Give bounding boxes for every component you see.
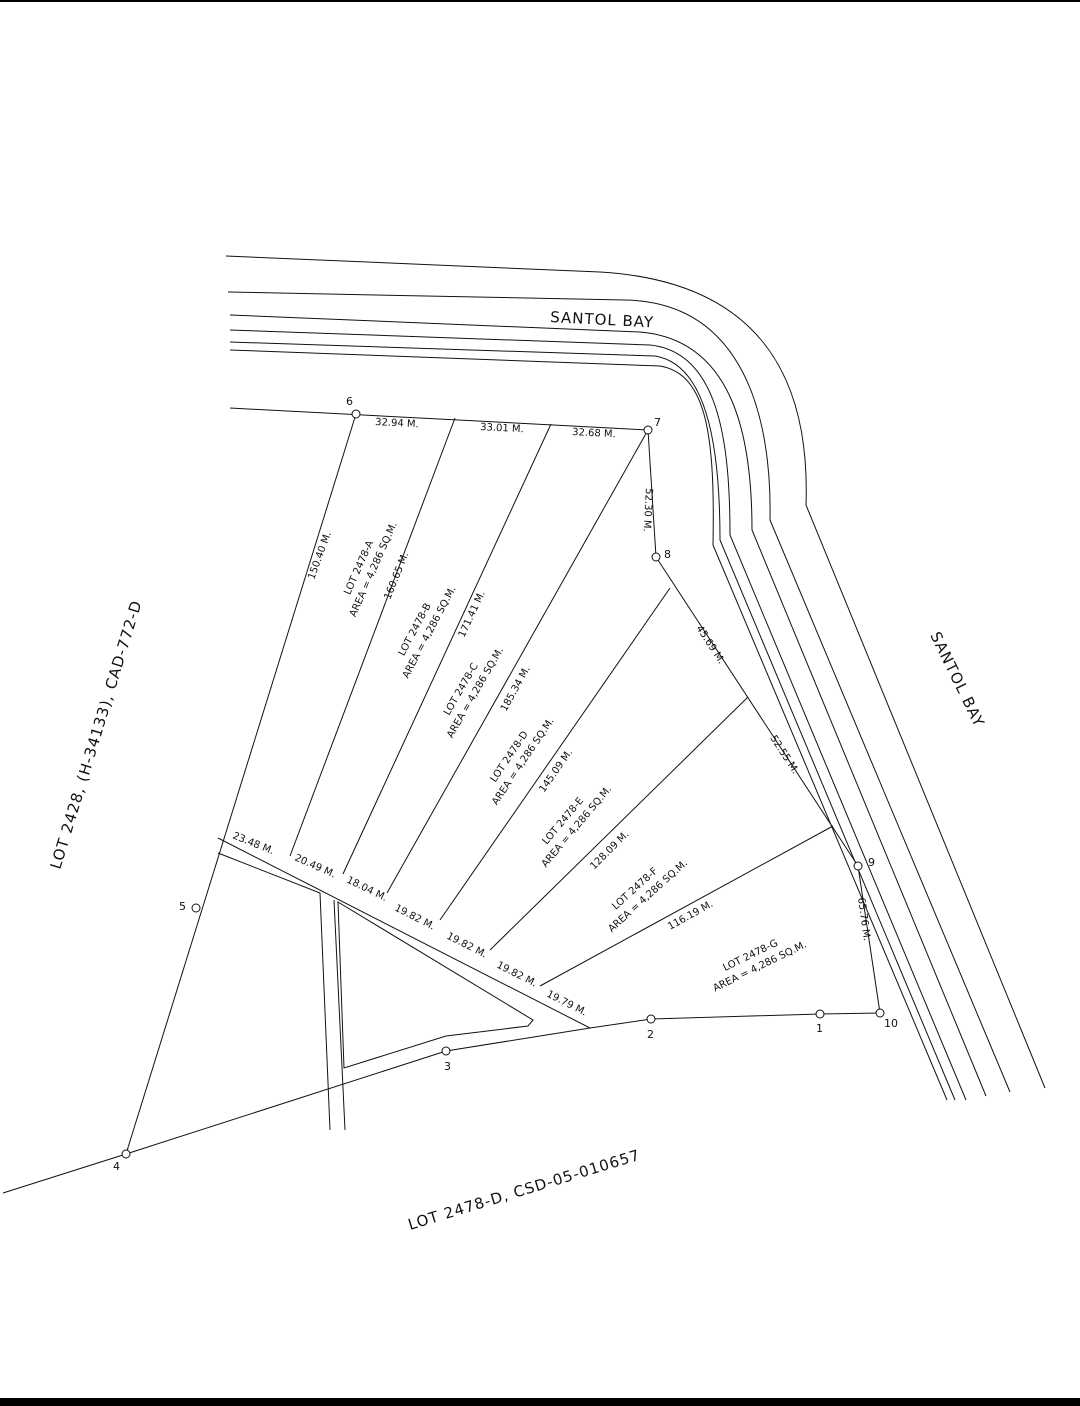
boundary-line: [539, 825, 834, 987]
distance-label: 32.94 M.: [375, 417, 419, 430]
distance-label: 20.49 M.: [293, 853, 337, 881]
distance-label: 45.69 M.: [693, 624, 726, 667]
shoreline-4: [229, 329, 967, 1101]
boundary-line: [386, 429, 649, 894]
label-text: 4: [113, 1160, 120, 1173]
bay-label-top: SANTOL BAY: [550, 308, 655, 331]
corner-marker: [853, 861, 863, 871]
shoreline-5: [229, 341, 956, 1101]
distance-label: 23.48 M.: [231, 831, 276, 858]
corner-marker: [646, 1014, 656, 1024]
label-text: 5: [179, 900, 186, 913]
boundary-line: [2, 1012, 881, 1194]
distance-label: 65.76 M.: [855, 897, 872, 942]
label-text: 9: [868, 856, 875, 869]
boundary-line: [647, 429, 657, 558]
shoreline-2: [227, 291, 1011, 1093]
lot-label-g: LOT 2478-G AREA = 4,286 SQ.M.: [711, 938, 808, 994]
boundary-line: [857, 865, 881, 1014]
distance-label: 19.82 M.: [495, 960, 539, 990]
label-text: 2: [647, 1028, 654, 1041]
shoreline-lines: [225, 255, 1046, 1101]
distance-label: 128.09 M.: [588, 829, 631, 872]
bottom-border: [0, 1398, 1080, 1406]
corner-marker: [875, 1008, 885, 1018]
label-text: 3: [444, 1060, 451, 1073]
shoreline-3: [229, 314, 987, 1097]
label-text: 8: [664, 548, 671, 561]
boundary-line: [337, 901, 534, 1069]
shoreline-6: [229, 349, 948, 1101]
label-text: 1: [816, 1022, 823, 1035]
lot-label-c: LOT 2478-C AREA = 4,286 SQ.M.: [442, 646, 506, 740]
top-border: [0, 0, 1080, 2]
lot-label-b: LOT 2478-B AREA = 4,286 SQ.M.: [397, 585, 459, 681]
lot-boundaries: [2, 407, 881, 1194]
distance-label: 185.34 M.: [499, 664, 533, 713]
distance-label: 32.68 M.: [572, 427, 616, 440]
boundary-line: [125, 413, 357, 1155]
boundary-line: [289, 417, 456, 857]
boundary-line: [217, 852, 331, 1131]
corner-marker: [121, 1149, 131, 1159]
adjoining-lot-west: LOT 2428, (H-34133), CAD-772-D: [47, 598, 146, 871]
label-text: 7: [654, 416, 661, 429]
boundary-line: [489, 696, 749, 951]
boundary-line: [217, 837, 591, 1029]
boundary-line: [333, 899, 346, 1131]
distance-label: 150.40 M.: [306, 530, 333, 581]
boundary-line: [229, 407, 649, 431]
boundary-line: [342, 423, 552, 875]
adjoining-lot-south: LOT 2478-D, CSD-05-010657: [406, 1146, 643, 1234]
corner-marker: [191, 903, 201, 913]
bay-label-right: SANTOL BAY: [926, 629, 988, 730]
corner-markers: 1 2 3 4 5 6 7 8 9 10: [113, 395, 898, 1173]
corner-marker: [651, 552, 661, 562]
shoreline-1: [225, 255, 1046, 1089]
distance-label: 19.82 M.: [393, 903, 437, 933]
boundary-line: [439, 587, 671, 921]
distance-label: 160.65 M.: [383, 551, 412, 601]
distance-label: 52.30 M.: [641, 488, 654, 532]
distance-label: 19.79 M.: [545, 989, 589, 1019]
distance-label: 171.41 M.: [457, 589, 488, 639]
label-text: 6: [346, 395, 353, 408]
distance-label: 33.01 M.: [480, 422, 524, 435]
boundary-line: [655, 556, 859, 867]
distance-label: 18.04 M.: [345, 875, 389, 904]
corner-marker: [815, 1009, 825, 1019]
corner-marker: [351, 409, 361, 419]
lot-label-a: LOT 2478-A AREA = 4,286 SQ.M.: [342, 520, 399, 618]
corner-marker: [643, 425, 653, 435]
label-text: 10: [884, 1017, 898, 1030]
distance-label: 19.82 M.: [445, 931, 489, 961]
corner-marker: [441, 1046, 451, 1056]
